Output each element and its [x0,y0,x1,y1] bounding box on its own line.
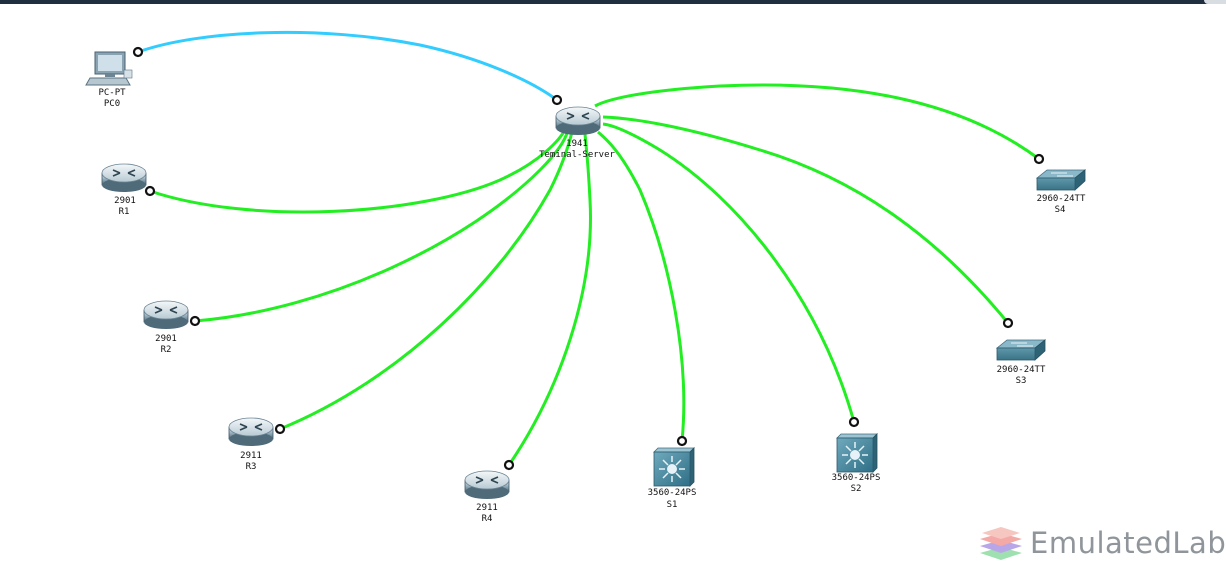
router-icon [464,470,510,499]
device-name-label: R2 [161,345,172,355]
router-icon [555,106,601,135]
multilayer-switch-icon [836,433,878,473]
device-r4[interactable]: 2911 R4 [464,470,510,524]
device-name-label: Teminal-Server [539,150,615,160]
link-r1-ts[interactable] [149,127,568,214]
device-name-label: S1 [667,500,678,510]
device-model-label: 3560-24PS [832,473,881,483]
device-s2[interactable]: 3560-24PS S2 [832,433,881,494]
link-pc0-ts[interactable] [137,30,558,102]
device-model-label: 2960-24TT [997,365,1046,375]
port-dot [551,94,563,106]
port-dot [1002,317,1014,329]
watermark-text: EmulatedLab [1030,526,1226,560]
device-s4[interactable]: 2960-24TT S4 [1035,169,1087,215]
multilayer-switch-icon [653,447,695,487]
device-model-label: 2911 [240,451,262,461]
port-dot [274,423,286,435]
device-terminal-server[interactable]: 1941 Teminal-Server [539,106,616,160]
link-r3-ts[interactable] [279,131,574,431]
device-r1[interactable]: 2901 R1 [101,163,147,217]
device-s1[interactable]: 3560-24PS S1 [648,447,697,510]
link-r4-ts[interactable] [507,133,592,466]
device-pc0[interactable]: PC-PT PC0 [85,51,133,109]
device-name-label: R3 [246,462,257,472]
port-dot [189,315,201,327]
device-s3[interactable]: 2960-24TT S3 [995,339,1047,386]
emulatedlab-logo-icon [980,527,1022,560]
pc-icon [85,51,133,86]
port-dot [132,46,144,58]
port-dot [1033,153,1045,165]
link-s3-ts[interactable] [602,115,1010,324]
link-s1-ts[interactable] [597,130,686,442]
device-model-label: 1941 [566,139,588,149]
device-r2[interactable]: 2901 R2 [143,300,189,355]
device-name-label: S3 [1016,376,1027,386]
link-s2-ts[interactable] [602,122,856,423]
device-model-label: 2901 [114,196,136,206]
device-name-label: R4 [482,514,493,524]
device-model-label: 2960-24TT [1037,194,1086,204]
watermark: EmulatedLab [978,524,1226,562]
router-icon [143,300,189,329]
device-name-label: PC0 [104,99,120,109]
switch-icon [995,339,1047,361]
link-r2-ts[interactable] [194,129,570,323]
router-icon [101,163,147,192]
device-name-label: R1 [119,207,130,217]
switch-icon [1035,169,1087,191]
device-name-label: S2 [851,484,862,494]
port-dot [144,185,156,197]
port-dot [503,459,515,471]
router-icon [228,417,274,446]
port-dot [676,435,688,447]
device-model-label: 2901 [155,334,177,344]
window-control[interactable] [1204,0,1226,4]
device-r3[interactable]: 2911 R3 [228,417,274,472]
device-model-label: 3560-24PS [648,488,697,498]
device-name-label: S4 [1055,205,1066,215]
device-model-label: PC-PT [98,88,126,98]
link-s4-ts[interactable] [594,83,1040,161]
title-bar [0,0,1226,4]
device-model-label: 2911 [476,503,498,513]
port-dot [848,416,860,428]
